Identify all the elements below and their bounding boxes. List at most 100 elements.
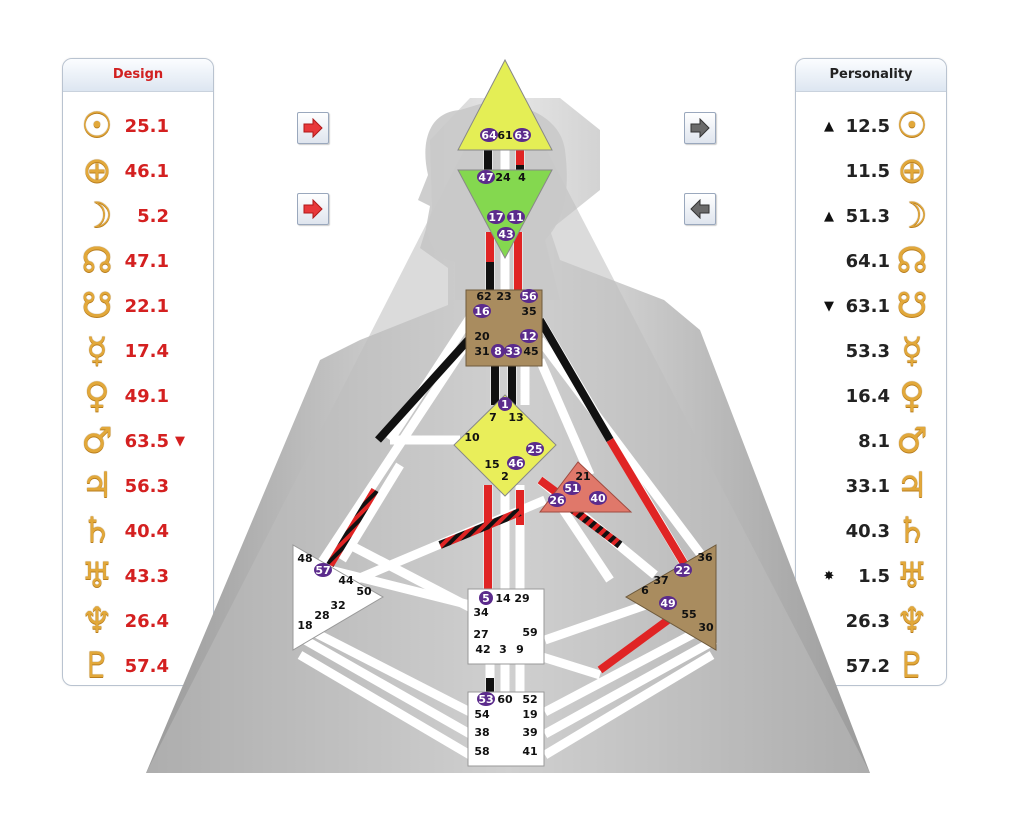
- gate-57[interactable]: 57: [314, 563, 332, 577]
- gate-46[interactable]: 46: [507, 456, 525, 470]
- gate-60[interactable]: 60: [497, 693, 513, 706]
- gate-49[interactable]: 49: [659, 596, 677, 610]
- gate-9[interactable]: 9: [516, 643, 524, 656]
- gate-15[interactable]: 15: [484, 458, 499, 471]
- gate-25[interactable]: 25: [526, 442, 544, 456]
- gate-13[interactable]: 13: [508, 411, 523, 424]
- design-row-mercury[interactable]: ☿17.4: [79, 329, 187, 373]
- gate-16[interactable]: 16: [473, 304, 491, 318]
- gate-42[interactable]: 42: [475, 643, 490, 656]
- gate-45[interactable]: 45: [523, 345, 538, 358]
- gate-30[interactable]: 30: [698, 621, 714, 634]
- gate-18[interactable]: 18: [297, 619, 312, 632]
- gate-2[interactable]: 2: [501, 470, 509, 483]
- gate-3[interactable]: 3: [499, 643, 507, 656]
- design-row-earth[interactable]: ⊕46.1: [79, 149, 187, 193]
- gate-53[interactable]: 53: [477, 692, 495, 706]
- gate-17[interactable]: 17: [487, 210, 505, 224]
- gate-34[interactable]: 34: [473, 606, 489, 619]
- gate-22[interactable]: 22: [674, 563, 692, 577]
- gate-39[interactable]: 39: [522, 726, 537, 739]
- personality-row-mercury[interactable]: 53.3☿: [822, 329, 930, 373]
- neptune-icon: ♆: [896, 600, 928, 641]
- personality-row-jupiter[interactable]: 33.1♃: [822, 464, 930, 508]
- gate-52[interactable]: 52: [522, 693, 537, 706]
- gate-37[interactable]: 37: [653, 574, 668, 587]
- design-row-mars[interactable]: ♂63.5▼: [79, 419, 187, 463]
- gate-12[interactable]: 12: [520, 329, 538, 343]
- design-arrow-top-button[interactable]: [297, 112, 329, 144]
- gate-6[interactable]: 6: [641, 584, 649, 597]
- personality-row-moon[interactable]: ▲51.3☽: [822, 194, 930, 238]
- gate-48[interactable]: 48: [297, 552, 312, 565]
- gate-4[interactable]: 4: [518, 171, 526, 184]
- gate-29[interactable]: 29: [514, 592, 529, 605]
- gate-64[interactable]: 64: [480, 128, 498, 142]
- gate-41[interactable]: 41: [522, 745, 537, 758]
- g-center[interactable]: [453, 394, 557, 497]
- gate-51[interactable]: 51: [563, 481, 581, 495]
- design-row-north-node[interactable]: ☊47.1: [79, 239, 187, 283]
- gate-58[interactable]: 58: [474, 745, 489, 758]
- gate-20[interactable]: 20: [474, 330, 490, 343]
- personality-row-saturn[interactable]: 40.3♄: [822, 509, 930, 553]
- design-arrow-bottom-button[interactable]: [297, 193, 329, 225]
- gate-55[interactable]: 55: [681, 608, 696, 621]
- personality-row-neptune[interactable]: 26.3♆: [822, 599, 930, 643]
- design-row-jupiter[interactable]: ♃56.3: [79, 464, 187, 508]
- personality-row-north-node[interactable]: 64.1☊: [822, 239, 930, 283]
- gate-35[interactable]: 35: [521, 305, 536, 318]
- gate-61[interactable]: 61: [497, 129, 512, 142]
- design-row-moon[interactable]: ☽5.2: [79, 194, 187, 238]
- gate-33[interactable]: 33: [504, 344, 522, 358]
- gate-14[interactable]: 14: [495, 592, 511, 605]
- gate-5[interactable]: 5: [479, 591, 493, 605]
- gate-27[interactable]: 27: [473, 628, 488, 641]
- personality-row-pluto[interactable]: 57.2♇: [822, 644, 930, 688]
- gate-24[interactable]: 24: [495, 171, 511, 184]
- gate-36[interactable]: 36: [697, 551, 713, 564]
- design-row-south-node[interactable]: ☋22.1: [79, 284, 187, 328]
- design-row-saturn[interactable]: ♄40.4: [79, 509, 187, 553]
- gate-38[interactable]: 38: [474, 726, 489, 739]
- gate-21[interactable]: 21: [575, 470, 590, 483]
- personality-row-uranus[interactable]: ✸1.5♅: [822, 554, 930, 598]
- gate-11[interactable]: 11: [507, 210, 525, 224]
- gate-32[interactable]: 32: [330, 599, 345, 612]
- gate-43[interactable]: 43: [497, 227, 515, 241]
- gate-63[interactable]: 63: [513, 128, 531, 142]
- personality-arrow-bottom-button[interactable]: [684, 193, 716, 225]
- gate-number: 41: [522, 745, 537, 758]
- gate-19[interactable]: 19: [522, 708, 537, 721]
- personality-row-venus[interactable]: 16.4♀: [822, 374, 930, 418]
- personality-arrow-top-button[interactable]: [684, 112, 716, 144]
- gate-54[interactable]: 54: [474, 708, 490, 721]
- gate-31[interactable]: 31: [474, 345, 489, 358]
- gate-44[interactable]: 44: [338, 574, 354, 587]
- head-center[interactable]: [457, 58, 553, 151]
- gate-40[interactable]: 40: [589, 491, 607, 505]
- gate-26[interactable]: 26: [548, 493, 566, 507]
- design-row-sun[interactable]: ☉25.1: [79, 104, 187, 148]
- personality-row-earth[interactable]: 11.5⊕: [822, 149, 930, 193]
- gate-number: 25: [527, 443, 542, 456]
- gate-56[interactable]: 56: [520, 289, 538, 303]
- gate-47[interactable]: 47: [477, 170, 495, 184]
- gate-8[interactable]: 8: [491, 344, 505, 358]
- gate-10[interactable]: 10: [464, 431, 480, 444]
- design-row-pluto[interactable]: ♇57.4: [79, 644, 187, 688]
- gate-62[interactable]: 62: [476, 290, 491, 303]
- gate-7[interactable]: 7: [489, 411, 497, 424]
- gate-28[interactable]: 28: [314, 609, 329, 622]
- gate-50[interactable]: 50: [356, 585, 372, 598]
- personality-row-mars[interactable]: 8.1♂: [822, 419, 930, 463]
- design-row-venus[interactable]: ♀49.1: [79, 374, 187, 418]
- personality-row-south-node[interactable]: ▼63.1☋: [822, 284, 930, 328]
- design-row-uranus[interactable]: ♅43.3: [79, 554, 187, 598]
- gate-1[interactable]: 1: [498, 397, 512, 411]
- gate-59[interactable]: 59: [522, 626, 537, 639]
- personality-row-sun[interactable]: ▲12.5☉: [822, 104, 930, 148]
- gate-23[interactable]: 23: [496, 290, 511, 303]
- design-row-neptune[interactable]: ♆26.4: [79, 599, 187, 643]
- ajna-center[interactable]: [457, 169, 553, 260]
